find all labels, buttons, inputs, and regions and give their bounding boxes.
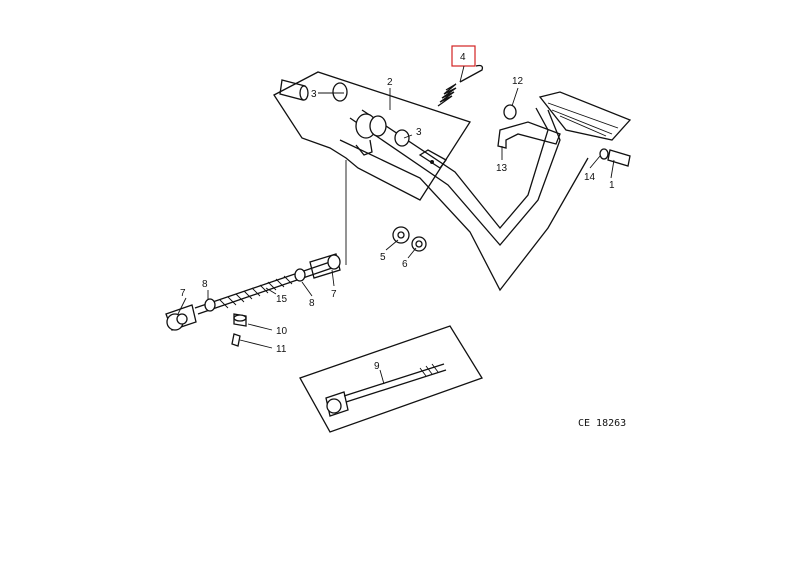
highlight-box <box>451 45 476 67</box>
label-7-left: 7 <box>180 288 186 299</box>
figure-code: CE 18263 <box>578 418 626 429</box>
label-6: 6 <box>402 259 408 270</box>
washers-5-6 <box>392 226 427 252</box>
label-10: 10 <box>276 326 288 337</box>
label-2: 2 <box>387 77 393 88</box>
label-14: 14 <box>584 172 596 183</box>
label-7-right: 7 <box>331 289 337 300</box>
assembly-panel <box>273 71 471 201</box>
label-1: 1 <box>609 180 615 191</box>
label-5: 5 <box>380 252 386 263</box>
label-13: 13 <box>496 163 508 174</box>
label-9: 9 <box>374 361 380 372</box>
label-4: 4 <box>460 52 466 63</box>
pedal-arm <box>339 91 632 292</box>
rod-part-9-panel <box>299 325 483 433</box>
bolt-part-1 <box>599 148 631 167</box>
clip-part-11 <box>231 333 241 347</box>
spring-part-4 <box>437 64 484 107</box>
label-12: 12 <box>512 76 524 87</box>
label-3-top: 3 <box>311 89 317 100</box>
bracket-part-13 <box>497 104 561 149</box>
label-11: 11 <box>276 344 287 355</box>
leader-lines <box>177 65 615 385</box>
label-3-mid: 3 <box>416 127 422 138</box>
label-8-left: 8 <box>202 279 208 290</box>
label-15: 15 <box>276 294 288 305</box>
pin-part-10 <box>233 313 247 327</box>
rod-assembly <box>165 253 341 331</box>
pivot-bushings <box>332 82 447 169</box>
label-8-right: 8 <box>309 298 315 309</box>
grip-handle <box>279 79 309 101</box>
